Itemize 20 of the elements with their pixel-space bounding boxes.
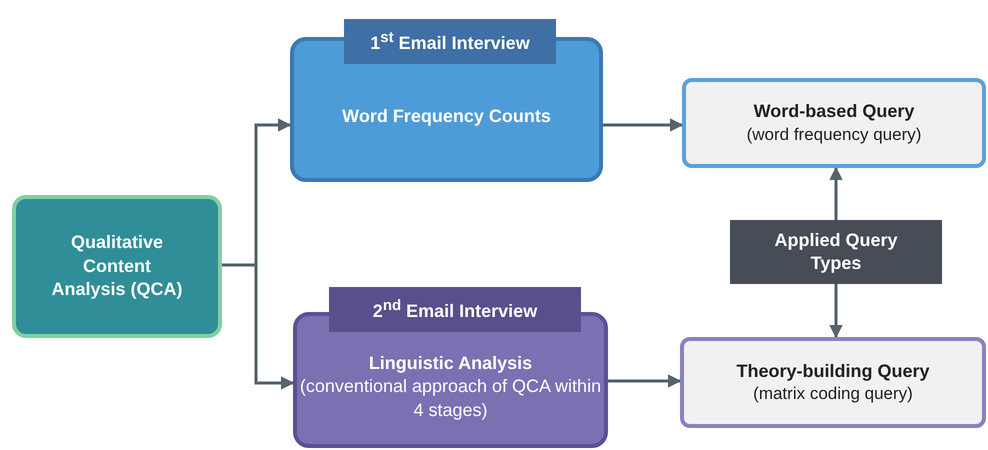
box-title: Word Frequency Counts xyxy=(342,104,551,128)
header-tab: 1$^{st}$ Email Interview xyxy=(344,19,556,64)
analysis-box xyxy=(12,195,222,338)
box-title: Linguistic Analysis xyxy=(368,352,532,375)
arrow xyxy=(829,166,843,220)
box-title: Word-based Query xyxy=(754,100,914,124)
arrow xyxy=(829,284,843,338)
query-box xyxy=(682,78,986,168)
label-box xyxy=(730,220,942,284)
box-subtitle: (conventional approach of QCA within 4 stages) xyxy=(298,375,602,422)
box-subtitle: (word frequency query) xyxy=(746,124,922,146)
arrow xyxy=(222,264,294,390)
header-tab: 2$^{nd}$ Email Interview xyxy=(329,287,581,332)
box-title: Qualitative Content Analysis (QCA) xyxy=(50,231,184,302)
box-title: Applied Query Types xyxy=(773,228,899,275)
arrow xyxy=(608,374,682,388)
box-subtitle: (matrix coding query) xyxy=(753,383,913,406)
box-title: Theory-building Query xyxy=(736,360,930,383)
query-box xyxy=(680,337,986,428)
arrow xyxy=(603,118,684,132)
